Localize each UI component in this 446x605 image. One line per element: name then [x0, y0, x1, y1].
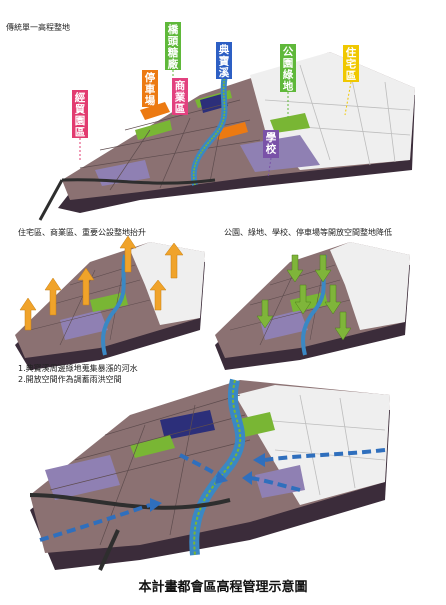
ml-green: [90, 292, 128, 312]
zone-label-commercial: 商業區: [174, 79, 186, 115]
ml-river: [101, 254, 127, 356]
top-navy-block: [200, 93, 228, 113]
bottom-white: [235, 385, 390, 505]
label-park: 公園綠地: [280, 44, 296, 118]
bottom-navy: [160, 410, 215, 440]
note-2: 2.開放空間作為調蓄雨洪空間: [18, 374, 122, 384]
zone-label-school: 學校: [266, 131, 277, 156]
flow-arrow: [249, 476, 301, 492]
bottom-panel: [29, 378, 390, 571]
bottom-purple-1: [45, 455, 120, 500]
diagram-title: 本計畫都會區高程管理示意圖: [138, 579, 307, 595]
label-bridgehead: 橋頭糖廠: [165, 22, 181, 118]
mid-right-panel: 公園、綠地、學校、停車場等開放空間整地降低: [215, 227, 410, 370]
down-arrow: [294, 284, 312, 315]
bottom-green-1: [130, 435, 175, 458]
up-arrow: [119, 235, 137, 273]
bottom-road-2: [98, 529, 120, 571]
up-arrow: [164, 242, 184, 279]
mid-left-panel: 住宅區、商業區、重要公設整地抬升: [15, 227, 205, 370]
top-road: [61, 178, 216, 185]
mr-down-arrows: [256, 254, 352, 341]
zone-label-park: 公園綠地: [283, 46, 294, 93]
label-school: 學校: [263, 130, 279, 179]
label-commercial: 商業區: [172, 78, 188, 115]
zone-label-residential: 住宅區: [346, 46, 357, 82]
mr-white: [330, 242, 410, 330]
top-parking-block-2: [215, 122, 248, 140]
arrow-head: [150, 498, 162, 512]
heading-top: 傳統單一高程整地: [6, 22, 70, 32]
heading-mid-right: 公園、綠地、學校、停車場等開放空間整地降低: [224, 227, 392, 237]
bottom-white-grid: [259, 394, 386, 496]
down-arrow: [324, 284, 342, 315]
down-arrow: [256, 299, 274, 329]
down-arrow: [334, 311, 352, 341]
bottom-river: [189, 378, 246, 556]
label-economic-park: 經貿園區: [72, 90, 88, 160]
down-arrow: [314, 254, 332, 283]
arrow-head: [215, 471, 228, 484]
bottom-grid: [49, 394, 251, 546]
label-river: 典寶溪: [216, 42, 232, 79]
label-parking: 停車場: [142, 70, 158, 115]
up-arrow: [19, 297, 37, 331]
top-school-block: [240, 135, 320, 172]
zone-label-bridgehead: 橋頭糖廠: [168, 23, 179, 71]
zone-label-parking: 停車場: [145, 71, 156, 107]
top-road-2: [38, 179, 64, 221]
bottom-flow-heads: [150, 453, 265, 512]
top-green-2: [270, 113, 310, 133]
bottom-road: [29, 493, 231, 510]
up-arrow: [149, 279, 167, 311]
arrow-head: [253, 453, 265, 467]
zone-label-river: 典寶溪: [219, 43, 230, 79]
note-1: 1.典寶溪周邊綠地蒐集暴漲的河水: [18, 363, 138, 373]
up-arrow: [44, 277, 62, 316]
zone-label-economic-park: 經貿園區: [75, 91, 86, 139]
label-residential: 住宅區: [343, 45, 359, 116]
top-panel: 傳統單一高程整地: [6, 22, 415, 221]
bottom-green-2: [235, 412, 275, 438]
top-green-3: [135, 120, 172, 140]
down-arrow: [286, 254, 304, 283]
flow-arrow: [39, 503, 151, 542]
heading-mid-left: 住宅區、商業區、重要公設整地抬升: [18, 227, 146, 237]
top-river-bank: [193, 74, 226, 186]
ml-white: [130, 242, 205, 325]
flow-arrow: [264, 448, 386, 462]
arrow-head: [242, 471, 252, 485]
ml-up-arrows: [19, 235, 184, 331]
ml-purple: [60, 310, 108, 340]
up-arrow: [77, 267, 95, 306]
top-parking-block: [140, 102, 170, 120]
